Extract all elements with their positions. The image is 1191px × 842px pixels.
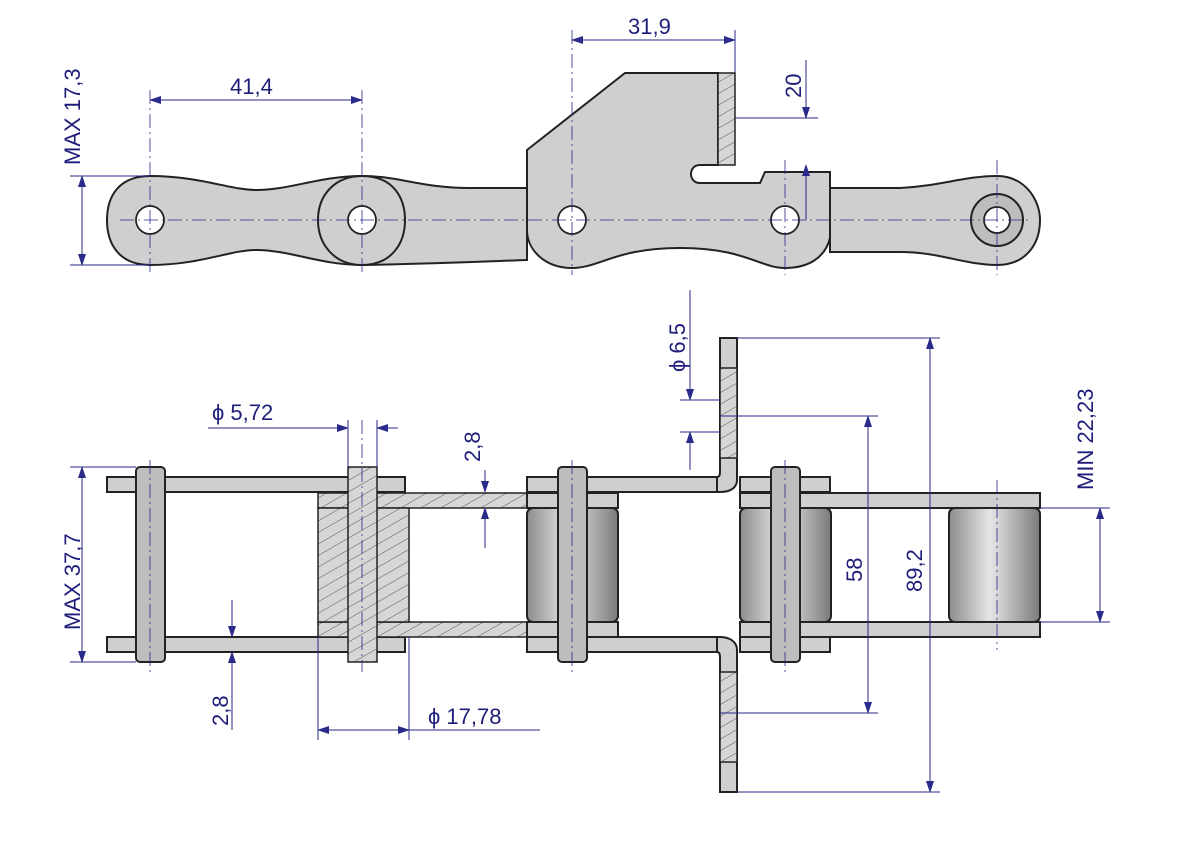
max-height-label: MAX 17,3	[60, 68, 85, 165]
hole-spacing-label: 58	[842, 558, 867, 582]
max-width-label: MAX 37,7	[60, 533, 85, 630]
attachment-height-label: 20	[781, 74, 806, 98]
hole-diameter-label: ϕ 6,5	[665, 323, 690, 372]
inner-width-label: MIN 22,23	[1073, 389, 1098, 491]
pitch-label: 41,4	[230, 74, 273, 99]
attachment-width-label: 89,2	[902, 549, 927, 592]
pin-diameter-label: ϕ 5,72	[212, 400, 273, 425]
top-view: MAX 17,3 41,4 31,9 20	[60, 14, 1042, 275]
plate-thickness-top-label: 2,8	[460, 431, 485, 462]
side-center-lines	[149, 420, 998, 672]
center-lines	[120, 30, 1030, 275]
pins	[135, 466, 801, 663]
attachment-section	[717, 72, 736, 166]
inner-plates	[317, 492, 1041, 638]
attachment-plate	[526, 72, 831, 270]
side-view: ϕ 5,72 2,8 MAX 37,7 2,8 ϕ 17,78 ϕ 6,5 58…	[60, 290, 1110, 793]
side-dimensions	[70, 290, 1110, 793]
rollers	[317, 507, 1041, 623]
plate-thickness-bottom-label: 2,8	[208, 695, 233, 726]
top-dimensions	[70, 30, 818, 266]
roller-diameter-label: ϕ 17,78	[428, 704, 502, 729]
attachment-offset-label: 31,9	[628, 14, 671, 39]
